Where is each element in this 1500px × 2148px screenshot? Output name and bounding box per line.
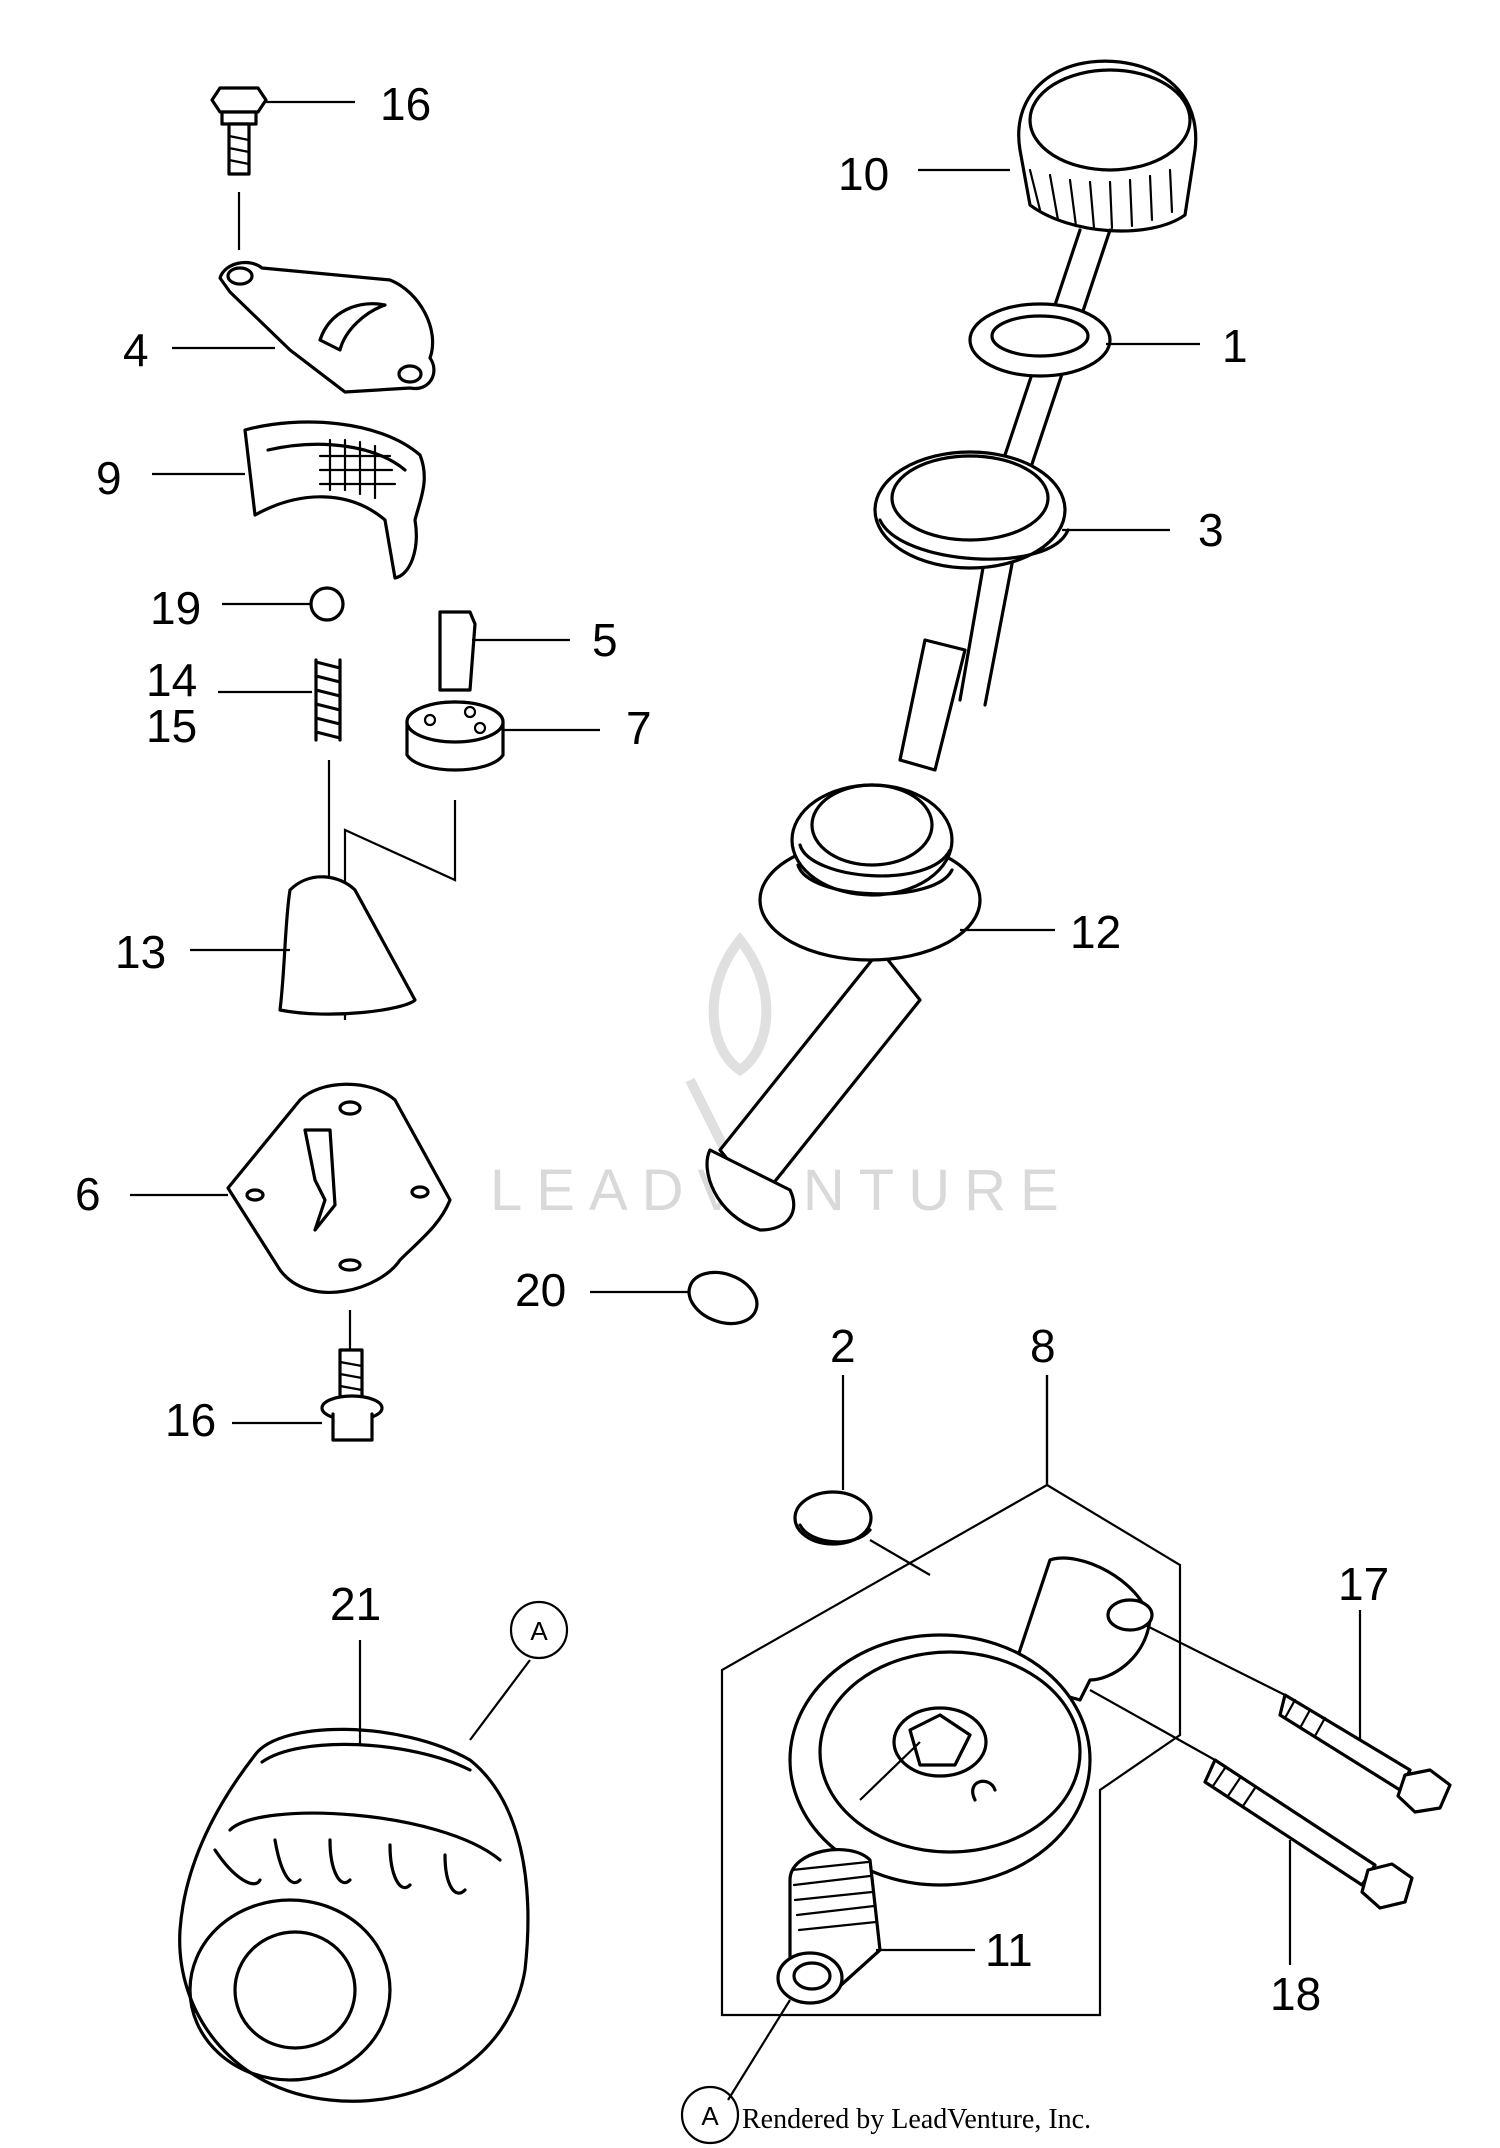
part-16-top-bolt[interactable] — [210, 86, 355, 250]
label-17: 17 — [1338, 1558, 1389, 1610]
label-18: 18 — [1270, 1968, 1321, 2020]
label-10: 10 — [838, 148, 889, 200]
credit-text: Rendered by LeadVenture, Inc. — [742, 2104, 1091, 2135]
ref-a-filter-callout: A — [509, 1600, 569, 1660]
part-18-bolt[interactable] — [1089, 1689, 1414, 1965]
part-3-grommet[interactable] — [873, 450, 1170, 570]
label-13: 13 — [115, 926, 166, 978]
part-11-nipple[interactable] — [727, 1741, 975, 2101]
ref-a-nipple-callout: A — [680, 2085, 740, 2145]
part-5-shaft[interactable] — [438, 610, 570, 692]
label-16-top: 16 — [380, 78, 431, 130]
label-12: 12 — [1070, 906, 1121, 958]
label-15: 15 — [146, 700, 197, 752]
part-20-o-ring[interactable] — [590, 1263, 764, 1332]
part-21-oil-filter[interactable] — [178, 1640, 531, 2103]
ref-a-nipple-text: A — [701, 2101, 719, 2131]
ref-a-filter-text: A — [530, 1616, 548, 1646]
part-8-filter-housing[interactable] — [720, 1375, 1182, 2017]
label-5: 5 — [592, 614, 618, 666]
part-12-filler-tube[interactable] — [705, 783, 1055, 1232]
label-4: 4 — [123, 324, 149, 376]
label-2: 2 — [830, 1320, 856, 1372]
label-21: 21 — [330, 1578, 381, 1630]
label-1: 1 — [1222, 320, 1248, 372]
label-11: 11 — [985, 1924, 1033, 1976]
label-16-bottom: 16 — [165, 1394, 216, 1446]
label-3: 3 — [1198, 504, 1224, 556]
part-2-collar[interactable] — [793, 1375, 931, 1576]
part-13-shield[interactable] — [190, 875, 417, 1016]
part-17-bolt[interactable] — [1144, 1610, 1452, 1814]
part-7-rotor[interactable] — [343, 700, 600, 1020]
label-19: 19 — [150, 582, 201, 634]
label-6: 6 — [75, 1168, 101, 1220]
label-9: 9 — [96, 452, 122, 504]
label-7: 7 — [626, 702, 652, 754]
part-10-dipstick-cap[interactable] — [918, 59, 1198, 233]
part-19-ball[interactable] — [222, 586, 345, 622]
part-6-pump-body[interactable] — [130, 1082, 452, 1294]
label-8: 8 — [1030, 1320, 1056, 1372]
part-1-o-ring[interactable] — [968, 302, 1200, 378]
part-labels: 16 4 9 19 14 15 5 7 13 6 16 10 1 3 12 20… — [75, 78, 1389, 2020]
part-4-plate[interactable] — [172, 260, 436, 394]
part-16-bottom-bolt[interactable] — [232, 1310, 384, 1442]
label-20: 20 — [515, 1264, 566, 1316]
part-9-strainer[interactable] — [152, 420, 426, 580]
label-14: 14 — [146, 654, 197, 706]
